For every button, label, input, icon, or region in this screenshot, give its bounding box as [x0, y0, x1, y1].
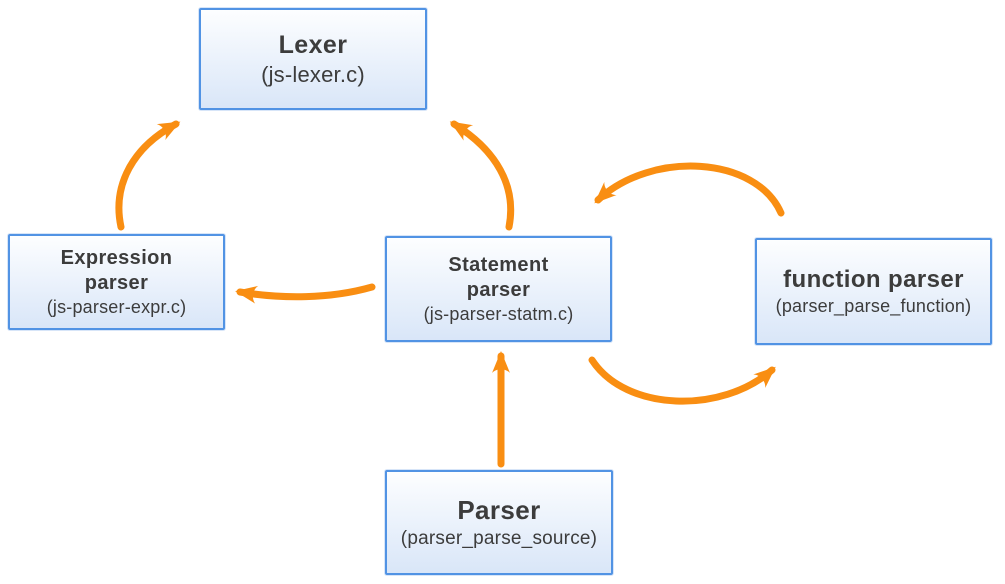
node-parser-title: Parser — [457, 495, 541, 526]
node-parser: Parser (parser_parse_source) — [385, 470, 613, 575]
node-statement-parser-subtitle: (js-parser-statm.c) — [423, 303, 574, 324]
arrow-function-to-statement — [594, 162, 785, 217]
node-parser-subtitle: (parser_parse_source) — [400, 527, 598, 549]
node-expression-parser: Expression parser (js-parser-expr.c) — [8, 234, 225, 330]
node-lexer-title: Lexer — [278, 30, 348, 59]
node-statement-parser: Statement parser (js-parser-statm.c) — [385, 236, 612, 342]
arrow-statement-to-lexer — [449, 120, 515, 231]
arrow-expression-to-lexer — [115, 120, 181, 231]
node-expression-parser-title: Expression parser — [60, 246, 173, 294]
arrow-statement-to-expression — [235, 283, 376, 304]
node-expression-parser-subtitle: (js-parser-expr.c) — [46, 296, 187, 317]
node-lexer: Lexer (js-lexer.c) — [199, 8, 427, 110]
node-function-parser-title: function parser — [783, 266, 964, 294]
node-statement-parser-title: Statement parser — [448, 253, 549, 301]
arrow-statement-to-function — [588, 356, 776, 405]
node-lexer-subtitle: (js-lexer.c) — [261, 61, 365, 87]
node-function-parser: function parser (parser_parse_function) — [755, 238, 992, 345]
node-function-parser-subtitle: (parser_parse_function) — [775, 296, 972, 317]
